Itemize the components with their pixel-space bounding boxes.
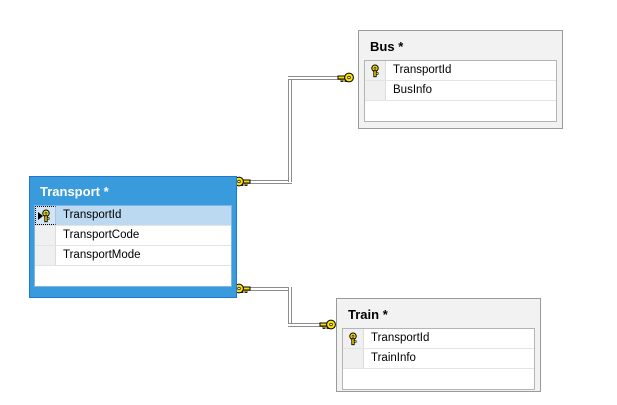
entity-table-train[interactable]: Train * TransportId [336,298,541,392]
row-header-cell[interactable] [365,101,386,121]
primary-key-icon [41,209,54,222]
entity-title-text: Transport [40,184,100,199]
entity-modified-marker: * [398,39,404,54]
row-header-cell[interactable] [35,246,56,265]
table-row-empty[interactable] [35,266,231,286]
row-header-cell[interactable] [343,369,364,389]
connector-segment-horizontal [288,76,342,80]
column-name: TransportId [371,332,430,344]
column-name: TransportCode [63,229,140,241]
row-header-cell[interactable] [343,329,364,348]
column-grid-bus[interactable]: TransportId BusInfo [364,60,557,122]
column-name-empty [56,266,231,286]
entity-title-transport: Transport * [34,181,232,205]
entity-table-bus[interactable]: Bus * TransportId [358,30,563,129]
connector-segment-horizontal [248,180,292,184]
column-name: TransportMode [63,249,141,261]
connector-segment-horizontal [248,287,292,291]
entity-title-text: Train [348,307,380,322]
table-row-empty[interactable] [343,369,534,389]
entity-title-bus: Bus * [364,36,557,60]
table-row[interactable]: TransportId [343,329,534,349]
column-grid-train[interactable]: TransportId TrainInfo [342,328,535,390]
row-header-cell[interactable] [35,206,56,225]
table-row[interactable]: TransportMode [35,246,231,266]
connector-segment-vertical [288,287,292,327]
column-grid-transport[interactable]: TransportId TransportCode TransportMode [34,205,232,287]
table-row[interactable]: TrainInfo [343,349,534,369]
table-row[interactable]: BusInfo [365,81,556,101]
entity-modified-marker: * [103,184,109,199]
row-header-cell[interactable] [365,61,386,80]
entity-table-transport[interactable]: Transport * TransportId [29,176,237,298]
column-name-empty [386,101,556,121]
connector-segment-horizontal [288,323,324,327]
primary-key-icon [347,332,360,345]
table-row[interactable]: TransportId [365,61,556,81]
relationship-endpoint-key-icon[interactable] [319,318,337,331]
row-header-cell[interactable] [35,266,56,286]
entity-modified-marker: * [382,307,388,322]
row-selector-arrow-icon [38,211,43,220]
entity-title-text: Bus [370,39,395,54]
column-name: TransportId [63,209,122,221]
row-header-cell[interactable] [365,81,386,100]
column-name: BusInfo [393,84,432,96]
table-row-selected[interactable]: TransportId [35,206,231,226]
entity-title-train: Train * [342,304,535,328]
column-name: TrainInfo [371,352,416,364]
table-row-empty[interactable] [365,101,556,121]
row-header-cell[interactable] [343,349,364,368]
row-header-cell[interactable] [35,226,56,245]
relationship-endpoint-key-icon[interactable] [337,71,355,84]
column-name: TransportId [393,64,452,76]
table-row[interactable]: TransportCode [35,226,231,246]
connector-segment-vertical [288,76,292,182]
column-name-empty [364,369,534,389]
primary-key-icon [369,64,382,77]
